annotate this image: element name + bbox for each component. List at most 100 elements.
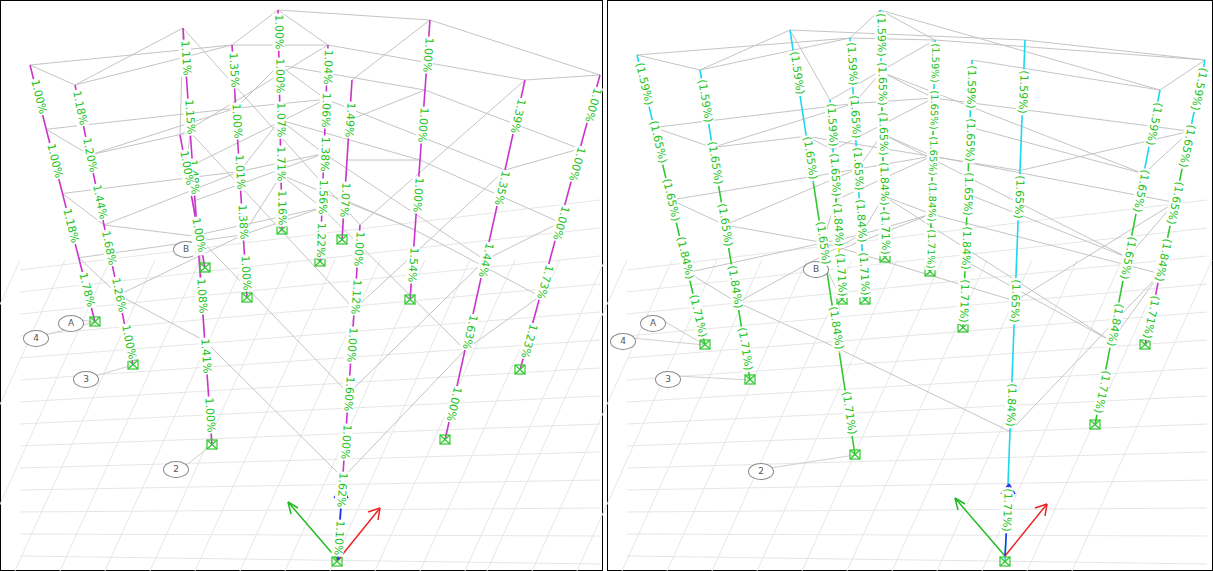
support-symbol [337, 235, 347, 244]
rebar-ratio-label: (1.71%) [1091, 368, 1111, 415]
grid-label: B [813, 264, 819, 274]
grid-bubble: A [640, 315, 666, 332]
rebar-ratio-label: 1.10% [331, 519, 345, 557]
rebar-ratio-label: 1.00% [549, 203, 570, 242]
beam-lines [30, 10, 1205, 478]
grid-label: 3 [83, 374, 89, 384]
rebar-ratio-label: 1.00% [420, 36, 435, 74]
rebar-ratio-label: (1.59%) [695, 78, 714, 125]
rebar-ratio-label: 1.49% [342, 101, 356, 139]
rebar-ratio-label: 1.00% [351, 230, 365, 268]
rebar-ratio-label: 1.07% [274, 101, 287, 138]
rebar-ratio-label: 1.71% [274, 145, 287, 182]
grid-bubble: 2 [163, 461, 189, 478]
rebar-ratio-label: (1.84%) [925, 181, 938, 223]
rebar-ratio-label: 1.07% [337, 181, 351, 219]
grid-label: A [68, 318, 74, 328]
rebar-ratio-label: (1.59%) [874, 12, 887, 58]
rebar-ratio-label: (1.65%) [961, 171, 975, 217]
rebar-ratio-label: 1.16% [275, 189, 288, 226]
rebar-ratio-label: (1.65%) [1164, 179, 1185, 226]
rebar-ratio-label: (1.71%) [687, 292, 709, 339]
rebar-ratio-label: 1.73% [533, 262, 554, 301]
rebar-ratio-label: 1.11% [178, 39, 193, 77]
rebar-ratio-label: 1.12% [348, 278, 362, 316]
rebar-ratio-label: 1.00% [177, 149, 196, 188]
rebar-ratio-label: (1.65%) [827, 152, 842, 198]
rebar-ratio-label: 1.41% [199, 337, 214, 375]
grid-label: 4 [33, 333, 39, 343]
rebar-ratio-label: 1.00% [338, 423, 352, 461]
grid-bubble: 3 [655, 371, 681, 388]
rebar-ratio-label: (1.71%) [833, 252, 848, 298]
rebar-ratio-label: 1.00% [443, 385, 463, 424]
rebar-ratio-label: 1.00% [410, 176, 425, 214]
rebar-ratio-label: (1.59%) [1143, 100, 1163, 147]
grid-bubble: A [58, 315, 84, 332]
rebar-ratio-label: 1.20% [80, 136, 99, 175]
rebar-ratio-label: (1.71%) [878, 210, 891, 256]
rebar-ratio-label: (1.65%) [1012, 174, 1026, 220]
grid-bubble: 2 [748, 463, 774, 480]
rebar-ratio-label: 1.39% [507, 97, 527, 136]
rebar-ratio-label: 1.00% [119, 322, 138, 361]
rebar-ratio-label: (1.59%) [824, 102, 839, 148]
rebar-ratio-label: 1.22% [314, 222, 327, 259]
rebar-ratio-label: 1.78% [77, 270, 98, 309]
rebar-ratio-label: (1.84%) [674, 234, 696, 281]
rebar-ratio-label: (1.65%) [926, 135, 939, 177]
support-symbol [1140, 340, 1150, 349]
rebar-ratio-label: (1.65%) [705, 140, 724, 187]
rebar-ratio-label: 1.00% [203, 396, 218, 434]
rebar-ratio-label: (1.71%) [735, 326, 754, 373]
rebar-ratio-label: 1.63% [459, 313, 479, 352]
rebar-ratio-label: (1.65%) [1130, 167, 1150, 214]
rebar-ratio-label: 1.35% [491, 169, 511, 208]
rebar-ratio-label: (1.84%) [1104, 301, 1124, 348]
rebar-ratio-label: (1.65%) [876, 111, 889, 157]
grid-bubble: 4 [610, 333, 636, 350]
rebar-ratio-label: 1.56% [316, 178, 329, 215]
rebar-ratio-label: 1.38% [235, 203, 249, 241]
rebar-ratio-label: 1.26% [109, 276, 128, 315]
rebar-ratio-label: (1.65%) [1008, 278, 1022, 324]
grid-label: 2 [758, 466, 764, 476]
rebar-ratio-label: (1.71%) [1000, 487, 1014, 533]
rebar-ratio-label: (1.84%) [1004, 382, 1018, 428]
grid-bubble: 4 [23, 330, 49, 347]
rebar-ratio-label: (1.65%) [646, 118, 668, 165]
support-symbol [958, 323, 968, 332]
rebar-ratio-label: 1.54% [405, 246, 420, 284]
grid-label: 2 [173, 464, 179, 474]
rebar-ratio-label: 1.18% [70, 89, 89, 128]
rebar-ratio-label: (1.84%) [853, 198, 868, 244]
rebar-ratio-label: (1.65%) [927, 89, 940, 131]
rebar-ratio-label: 1.23% [517, 321, 538, 360]
rebar-ratio-label: 1.62% [335, 471, 349, 509]
rebar-ratio-label: 1.00% [345, 327, 359, 365]
rebar-ratio-label: (1.65%) [1176, 122, 1197, 169]
rebar-ratio-label: 1.04% [321, 48, 334, 85]
rebar-ratio-label: (1.71%) [924, 228, 937, 270]
rebar-ratio-label: (1.71%) [957, 278, 971, 324]
rebar-ratio-label: (1.65%) [963, 117, 977, 163]
rebar-ratio-label: (1.59%) [928, 42, 941, 84]
support-symbol [1000, 557, 1010, 566]
support-symbol [850, 450, 860, 459]
grid-label: B [183, 244, 189, 254]
support-symbol [90, 317, 100, 326]
rebar-ratio-label: (1.71%) [839, 389, 858, 436]
rebar-ratio-label: (1.65%) [850, 146, 865, 192]
support-symbol [745, 375, 755, 384]
rebar-ratio-label: 1.38% [317, 135, 330, 172]
rebar-ratio-label: (1.65%) [715, 202, 734, 249]
rebar-ratio-label: 1.06% [319, 91, 332, 128]
rebar-ratio-label: 1.00% [273, 57, 286, 94]
rebar-ratio-label: (1.84%) [826, 304, 845, 351]
support-symbol [207, 440, 217, 449]
rebar-ratio-label: 1.00% [581, 85, 602, 124]
rebar-ratio-label: 1.60% [341, 375, 355, 413]
rebar-ratio-label: 1.00% [565, 144, 586, 183]
axis-triad [955, 484, 1047, 556]
